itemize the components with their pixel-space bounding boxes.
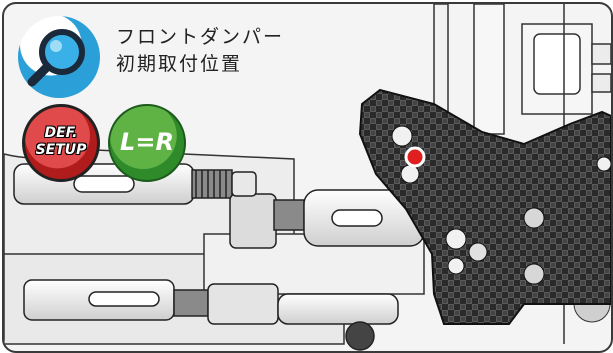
left-equals-right-badge: L=R [108, 104, 186, 182]
upper-link [13, 163, 425, 249]
title-line-1: フロントダンパー [116, 26, 285, 48]
lr-label: L=R [120, 128, 174, 156]
def-setup-label: DEF. SETUP [25, 125, 97, 159]
magnifying-glass-icon [18, 16, 100, 98]
magnifier-glyph [27, 29, 85, 87]
title-line-2: 初期取付位置 [116, 53, 243, 75]
def-setup-line-2: SETUP [35, 142, 87, 158]
shock-tower [358, 88, 611, 325]
damper-position-marker [404, 146, 426, 168]
lower-link [23, 279, 399, 351]
def-setup-line-1: DEF. [44, 125, 78, 141]
def-setup-badge: DEF. SETUP [22, 104, 100, 182]
front-damper-illustration [4, 4, 611, 351]
page-title: フロントダンパー 初期取付位置 [116, 24, 284, 78]
